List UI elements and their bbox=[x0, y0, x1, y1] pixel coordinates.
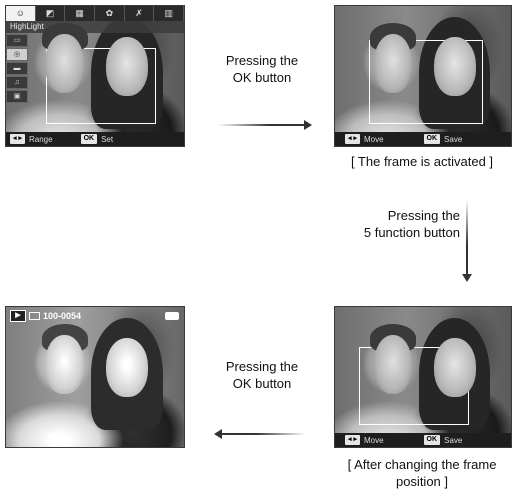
photo bbox=[335, 307, 511, 447]
ok-key: OK bbox=[423, 435, 441, 445]
caption-step2: Pressing the 5 function button bbox=[350, 207, 460, 241]
file-number: 100-0054 bbox=[43, 311, 82, 321]
tab-frame[interactable]: ◩ bbox=[36, 6, 66, 21]
photo bbox=[6, 307, 184, 447]
nav-label: Range bbox=[28, 134, 53, 144]
side-item-highlight[interactable]: ◎ bbox=[6, 48, 28, 61]
side-item-3[interactable]: ▬ bbox=[6, 62, 28, 75]
screen-playback: ▶ 100-0054 bbox=[5, 306, 185, 448]
caption-step1-line1: Pressing the bbox=[225, 53, 299, 68]
photo bbox=[335, 6, 511, 146]
caption-step2-line2: 5 function button bbox=[363, 225, 460, 240]
move-label: Move bbox=[363, 435, 384, 445]
caption-after-change: [ After changing the frame position ] bbox=[334, 456, 510, 490]
bottom-bar: ◂ ▸ Range OK Set bbox=[6, 132, 184, 146]
arrow-left bbox=[214, 429, 306, 439]
folder-icon bbox=[29, 312, 40, 320]
side-item-5[interactable]: ▣ bbox=[6, 90, 28, 103]
side-menu: ▭ ◎ ▬ ♫ ▣ bbox=[6, 34, 28, 103]
menu-title: HighLight bbox=[6, 21, 184, 33]
caption-step1: Pressing the OK button bbox=[212, 52, 312, 86]
caption-after-change-line1: [ After changing the frame bbox=[347, 457, 497, 472]
save-label: Save bbox=[444, 435, 463, 445]
highlight-frame[interactable] bbox=[369, 40, 483, 124]
caption-step3: Pressing the OK button bbox=[212, 358, 312, 392]
ok-key: OK bbox=[80, 134, 98, 144]
tab-grid[interactable]: ▦ bbox=[65, 6, 96, 21]
battery-icon bbox=[165, 312, 179, 320]
move-label: Move bbox=[363, 134, 384, 144]
screen-frame-moved: ◂ ▸ Move OK Save bbox=[334, 306, 512, 448]
caption-step2-line1: Pressing the bbox=[387, 208, 460, 223]
caption-step3-line1: Pressing the bbox=[225, 359, 299, 374]
screen-highlight-menu: ☺ ◩ ▦ ✿ ✗ ▥ HighLight ▭ ◎ ▬ ♫ ▣ ◂ ▸ Rang… bbox=[5, 5, 185, 147]
tab-color[interactable]: ✿ bbox=[95, 6, 125, 21]
arrow-right bbox=[218, 120, 312, 130]
tab-settings[interactable]: ▥ bbox=[154, 6, 184, 21]
caption-step3-line2: OK button bbox=[232, 376, 292, 391]
caption-frame-activated: [ The frame is activated ] bbox=[350, 154, 494, 169]
tab-edit[interactable]: ✗ bbox=[125, 6, 155, 21]
screen-frame-activated: ◂ ▸ Move OK Save bbox=[334, 5, 512, 147]
menu-tabs: ☺ ◩ ▦ ✿ ✗ ▥ bbox=[6, 6, 184, 21]
save-label: Save bbox=[444, 134, 463, 144]
caption-step1-line2: OK button bbox=[232, 70, 292, 85]
caption-after-change-line2: position ] bbox=[395, 474, 449, 489]
side-item-4[interactable]: ♫ bbox=[6, 76, 28, 89]
bottom-bar: ◂ ▸ Move OK Save bbox=[335, 132, 511, 146]
nav-key-icon: ◂ ▸ bbox=[345, 435, 360, 445]
playback-header: ▶ 100-0054 bbox=[10, 310, 81, 322]
ok-label: Set bbox=[101, 134, 114, 144]
ok-key: OK bbox=[423, 134, 441, 144]
highlight-frame[interactable] bbox=[46, 48, 156, 124]
side-item-1[interactable]: ▭ bbox=[6, 34, 28, 47]
tab-effect[interactable]: ☺ bbox=[6, 6, 36, 21]
play-icon: ▶ bbox=[10, 310, 26, 322]
bottom-bar: ◂ ▸ Move OK Save bbox=[335, 433, 511, 447]
nav-key-icon: ◂ ▸ bbox=[345, 134, 360, 144]
nav-key-icon: ◂ ▸ bbox=[10, 134, 25, 144]
arrow-down bbox=[462, 200, 472, 282]
